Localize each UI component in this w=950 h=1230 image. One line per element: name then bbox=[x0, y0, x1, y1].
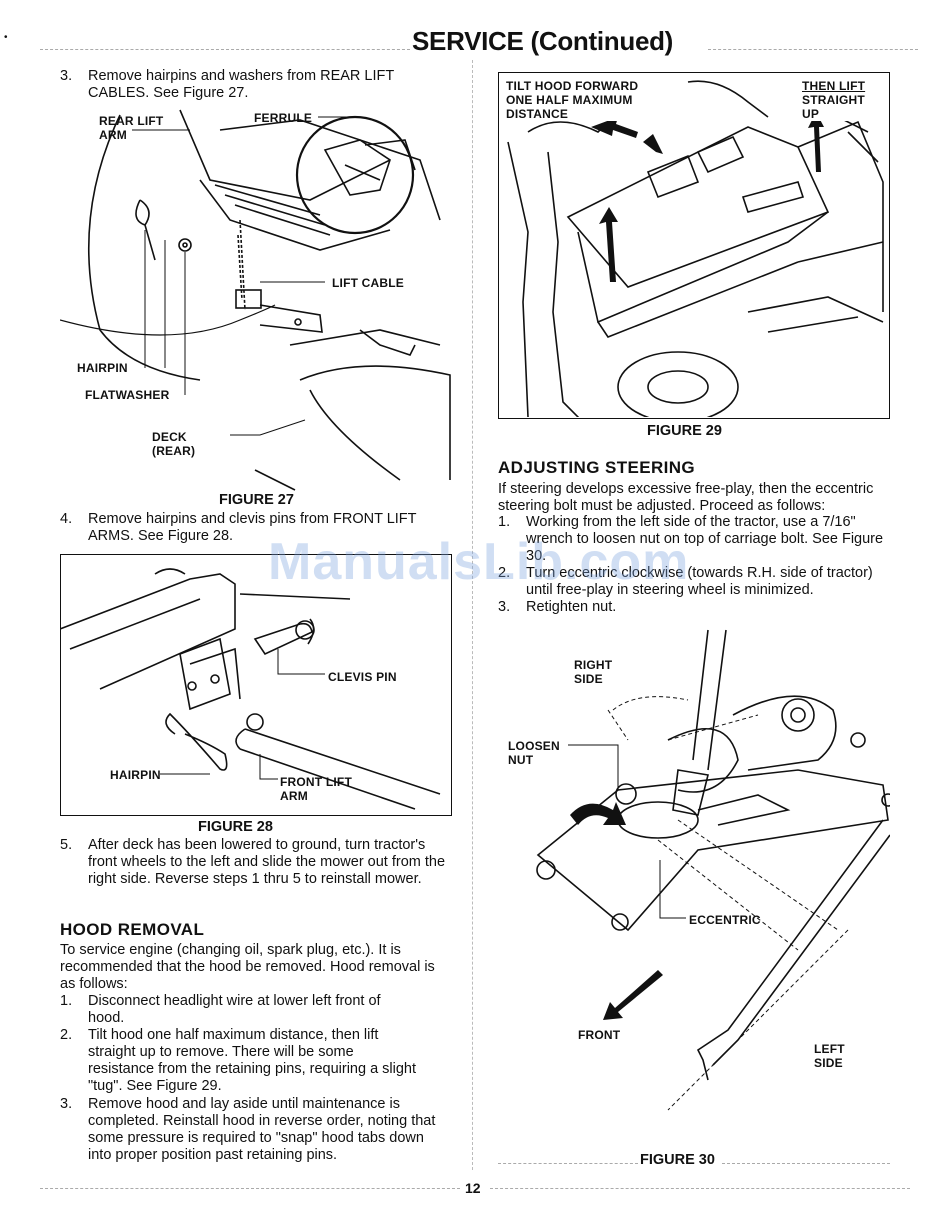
figure-28-illustration bbox=[60, 568, 441, 810]
step-text: After deck has been lowered to ground, t… bbox=[88, 837, 446, 887]
steering-step-1: 1. Working from the left side of the tra… bbox=[498, 514, 884, 564]
column-divider bbox=[472, 60, 473, 1170]
figure-29-caption: FIGURE 29 bbox=[647, 423, 722, 439]
step-text: Remove hairpins and washers from REAR LI… bbox=[88, 68, 394, 101]
label-front-lift-arm: FRONT LIFT ARM bbox=[280, 775, 352, 803]
step-number: 4. bbox=[60, 511, 73, 527]
label-eccentric: ECCENTRIC bbox=[689, 913, 761, 927]
label-hairpin-28: HAIRPIN bbox=[110, 768, 161, 782]
page-title: SERVICE (Continued) bbox=[412, 26, 674, 56]
figure-27-caption: FIGURE 27 bbox=[219, 492, 294, 508]
hood-intro: To service engine (changing oil, spark p… bbox=[60, 942, 435, 992]
steering-step-2: 2. Turn eccentric clockwise (towards R.H… bbox=[498, 565, 873, 598]
header-rule-left bbox=[40, 49, 410, 50]
hood-step-3: 3. Remove hood and lay aside until maint… bbox=[60, 1096, 436, 1163]
steering-intro: If steering develops excessive free-play… bbox=[498, 481, 874, 514]
page-number: 12 bbox=[465, 1180, 481, 1196]
footer-rule-right bbox=[490, 1188, 910, 1189]
label-rear-lift-arm: REAR LIFT ARM bbox=[99, 114, 164, 142]
label-tilt-hood: TILT HOOD FORWARD ONE HALF MAXIMUM DISTA… bbox=[506, 79, 643, 121]
figure-28-caption: FIGURE 28 bbox=[198, 819, 273, 835]
figure-30-illustration bbox=[536, 629, 890, 1111]
label-loosen-nut: LOOSEN NUT bbox=[508, 739, 560, 767]
figure-28-frame bbox=[60, 554, 452, 816]
label-ferrule: FERRULE bbox=[254, 111, 313, 125]
hood-step-2: 2. Tilt hood one half maximum distance, … bbox=[60, 1027, 417, 1094]
label-left-side: LEFT SIDE bbox=[814, 1042, 845, 1070]
figure-29-illustration bbox=[507, 80, 884, 417]
footer-rule-left bbox=[40, 1188, 460, 1189]
figure-30-rule-right bbox=[722, 1163, 890, 1164]
watermark: ManualsLib.com bbox=[268, 533, 690, 591]
figure-30-caption: FIGURE 30 bbox=[640, 1152, 715, 1168]
label-deck-rear: DECK (REAR) bbox=[152, 430, 196, 458]
header-rule-right bbox=[708, 49, 918, 50]
heading-hood-removal: HOOD REMOVAL bbox=[60, 920, 205, 939]
hood-step-1: 1. Disconnect headlight wire at lower le… bbox=[60, 993, 381, 1026]
step-4-front-lift: 4. Remove hairpins and clevis pins from … bbox=[60, 511, 450, 545]
step-5-lower-deck: 5. After deck has been lowered to ground… bbox=[60, 837, 455, 888]
figure-29-frame bbox=[498, 72, 890, 419]
label-lift-cable: LIFT CABLE bbox=[332, 276, 404, 290]
step-text: Remove hairpins and clevis pins from FRO… bbox=[88, 511, 417, 544]
label-flatwasher: FLATWASHER bbox=[85, 388, 170, 402]
label-hairpin: HAIRPIN bbox=[77, 361, 128, 375]
figure-30-rule-left bbox=[498, 1163, 638, 1164]
step-number: 3. bbox=[60, 68, 73, 84]
step-number: 5. bbox=[60, 837, 73, 853]
heading-adjusting-steering: ADJUSTING STEERING bbox=[498, 458, 696, 477]
figure-27-illustration bbox=[60, 109, 451, 491]
steering-step-3: 3. Retighten nut. bbox=[498, 599, 617, 615]
label-clevis-pin: CLEVIS PIN bbox=[328, 670, 397, 684]
step-3-rear-lift: 3. Remove hairpins and washers from REAR… bbox=[60, 68, 440, 102]
label-then-lift: THEN LIFT STRAIGHT UP bbox=[800, 79, 868, 121]
label-right-side: RIGHT SIDE bbox=[574, 658, 613, 686]
label-front: FRONT bbox=[578, 1028, 621, 1042]
margin-dot: • bbox=[4, 32, 8, 43]
